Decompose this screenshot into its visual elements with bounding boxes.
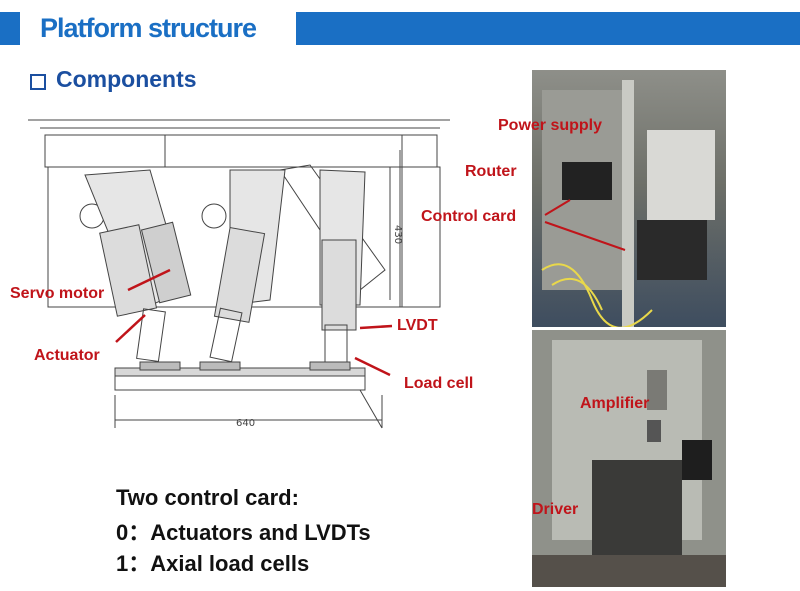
driver-cabinet-photo [532,330,726,587]
section-title: Components [56,66,197,92]
label-load-cell: Load cell [404,375,474,392]
note-line-1: Two control card: [116,485,299,510]
label-router: Router [465,163,517,180]
dim-width-label: 640 [236,418,255,429]
square-bullet-icon [30,74,46,90]
label-amplifier: Amplifier [580,395,650,412]
label-lvdt: LVDT [397,317,438,334]
note-line-3: 1：Axial load cells [116,551,310,576]
dim-height-label: 430 [392,225,403,244]
label-power-supply: Power supply [498,117,603,134]
control-card-pointer [544,199,626,251]
label-control-card: Control card [421,208,517,225]
note-line-2: 0：Actuators and LVDTs [116,520,371,545]
label-driver: Driver [532,501,579,518]
header-bar-right [296,12,800,45]
header-bar-left [0,12,20,45]
label-actuator: Actuator [34,347,100,364]
label-servo-motor: Servo motor [10,285,105,302]
page-title: Platform structure [40,13,257,43]
control-cabinet-photo [532,70,726,327]
platform-drawing: 640 430 [28,119,450,429]
